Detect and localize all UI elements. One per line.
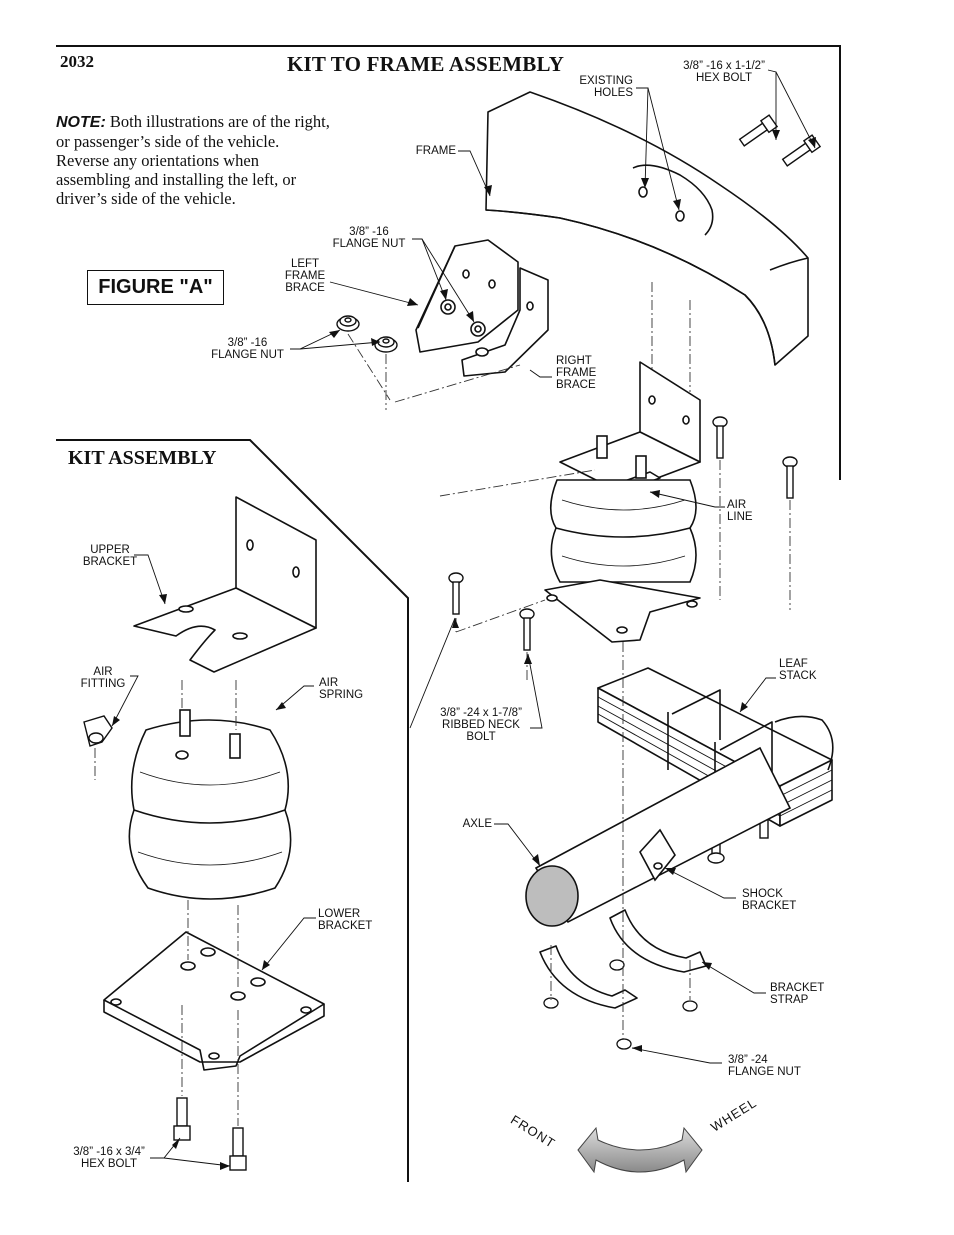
page-title: KIT TO FRAME ASSEMBLY xyxy=(287,52,565,76)
label-bracket-strap: BRACKET STRAP xyxy=(770,982,825,1006)
label-axle: AXLE xyxy=(462,818,492,830)
hex-bolt-top-pair xyxy=(738,114,822,167)
figure-label: FIGURE "A" xyxy=(87,270,224,305)
label-right-frame-brace: RIGHT FRAME BRACE xyxy=(556,355,597,391)
label-hex-bolt-bottom: 3/8” -16 x 3/4” HEX BOLT xyxy=(73,1146,145,1170)
label-shock-bracket: SHOCK BRACKET xyxy=(742,888,797,912)
kit-upper-bracket xyxy=(133,496,317,673)
ribbed-neck-bolts xyxy=(448,416,798,651)
label-air-line: AIR LINE xyxy=(727,499,753,523)
installed-lower-bracket xyxy=(544,579,701,643)
label-flange-nut-24: 3/8” -24 FLANGE NUT xyxy=(728,1054,801,1078)
label-existing-holes: EXISTING HOLES xyxy=(579,75,633,99)
label-upper-bracket: UPPER BRACKET xyxy=(82,544,138,568)
label-leaf-stack: LEAF STACK xyxy=(779,658,817,682)
flange-nuts-loose xyxy=(336,315,398,353)
label-lower-bracket: LOWER BRACKET xyxy=(318,908,373,932)
bracket-straps xyxy=(539,909,707,1009)
note-paragraph: NOTE: Both illustrations are of the righ… xyxy=(56,112,331,208)
kit-lower-bracket xyxy=(103,931,325,1071)
note-text: Both illustrations are of the right, or … xyxy=(56,112,330,208)
label-hex-bolt-top: 3/8” -16 x 1-1/2” HEX BOLT xyxy=(683,60,765,84)
page-border xyxy=(56,45,841,1182)
label-air-spring: AIR SPRING xyxy=(319,677,364,701)
kit-air-spring xyxy=(128,709,292,900)
leader-arrowheads xyxy=(112,130,816,1170)
label-left-frame-brace: LEFT FRAME BRACE xyxy=(284,258,326,294)
kit-assembly-title: KIT ASSEMBLY xyxy=(68,447,217,469)
label-ribbed-neck-bolt: 3/8” -24 x 1-7/8” RIBBED NECK BOLT xyxy=(440,707,522,743)
label-frame: FRAME xyxy=(415,145,456,157)
label-flange-nut-upper: 3/8” -16 FLANGE NUT xyxy=(332,226,406,250)
kit-hex-bolts xyxy=(173,1097,247,1171)
installed-upper-bracket xyxy=(559,361,701,495)
flange-nuts-24 xyxy=(543,959,698,1050)
frame-braces xyxy=(415,239,549,377)
label-flange-nut-lower: 3/8” -16 FLANGE NUT xyxy=(211,337,284,361)
axle xyxy=(525,746,792,927)
direction-arrow-icon xyxy=(577,1126,703,1174)
alignment-lines xyxy=(94,282,791,1126)
installed-air-spring xyxy=(549,435,697,583)
frame-rail xyxy=(485,91,809,366)
label-air-fitting: AIR FITTING xyxy=(80,666,126,690)
note-label: NOTE: xyxy=(56,114,106,131)
kit-air-fitting xyxy=(83,715,113,747)
page-number: 2032 xyxy=(60,52,94,71)
